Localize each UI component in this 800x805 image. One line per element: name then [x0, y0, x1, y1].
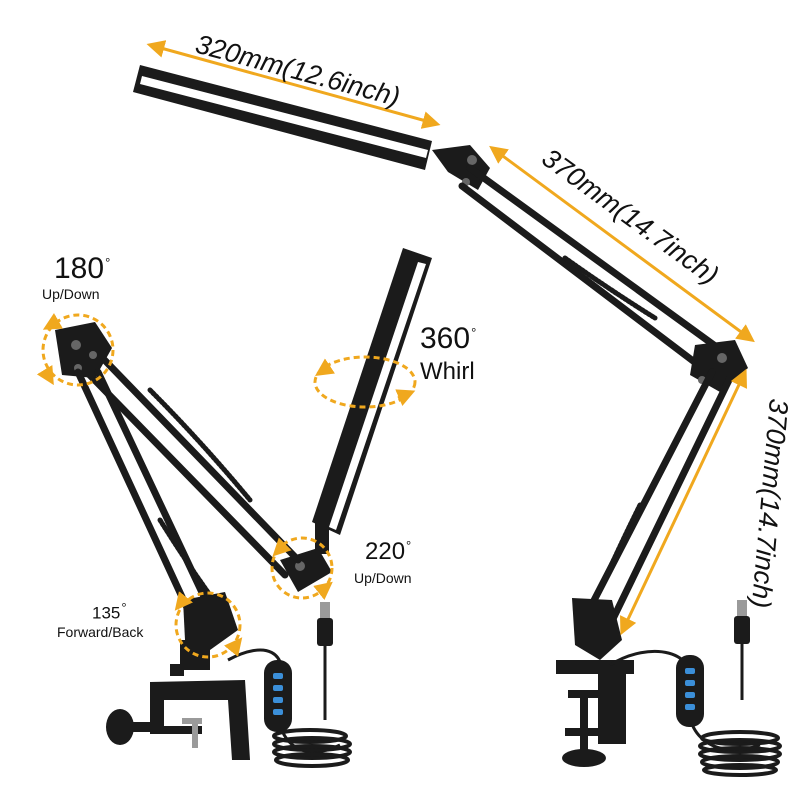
top-joint-left	[55, 322, 112, 378]
base-joint-caption: Forward/Back	[57, 624, 144, 640]
upper-arm-length-label: 370mm(14.7inch)	[536, 143, 724, 291]
head-joint-angle-value: 220	[365, 538, 406, 565]
left-lamp	[36, 248, 432, 768]
degree-symbol: °	[471, 325, 477, 340]
upper-arm-left	[76, 341, 302, 579]
degree-symbol: °	[105, 255, 111, 270]
degree-symbol: °	[121, 600, 127, 615]
whirl-angle-value: 360	[420, 322, 471, 355]
cable-controller	[609, 600, 782, 777]
right-lamp: 320mm(12.6inch) 370mm(14.7inch) 370mm(14…	[133, 29, 794, 777]
top-joint-angle-value: 180	[54, 252, 105, 285]
top-joint-angle: 180°	[54, 252, 110, 286]
head-joint-left	[280, 520, 332, 592]
lower-arm	[584, 368, 734, 629]
lower-arm-length-label: 370mm(14.7inch)	[746, 397, 794, 609]
base-joint-angle-value: 135	[92, 603, 121, 623]
head-joint-angle: 220°	[365, 538, 411, 566]
cable-controller-left	[227, 602, 352, 768]
head-joint-caption: Up/Down	[354, 570, 412, 586]
clamp-base	[556, 598, 634, 767]
dimension-arrows	[146, 40, 755, 636]
base-joint-angle: 135°	[92, 600, 127, 624]
top-joint-caption: Up/Down	[42, 286, 100, 302]
clamp-base-left	[106, 592, 250, 760]
whirl-caption: Whirl	[420, 358, 475, 385]
whirl-angle: 360°	[420, 322, 476, 356]
degree-symbol: °	[406, 538, 412, 553]
rotation-arrows	[41, 313, 417, 659]
lower-arm-left	[74, 368, 219, 629]
light-bar-side	[312, 248, 432, 535]
